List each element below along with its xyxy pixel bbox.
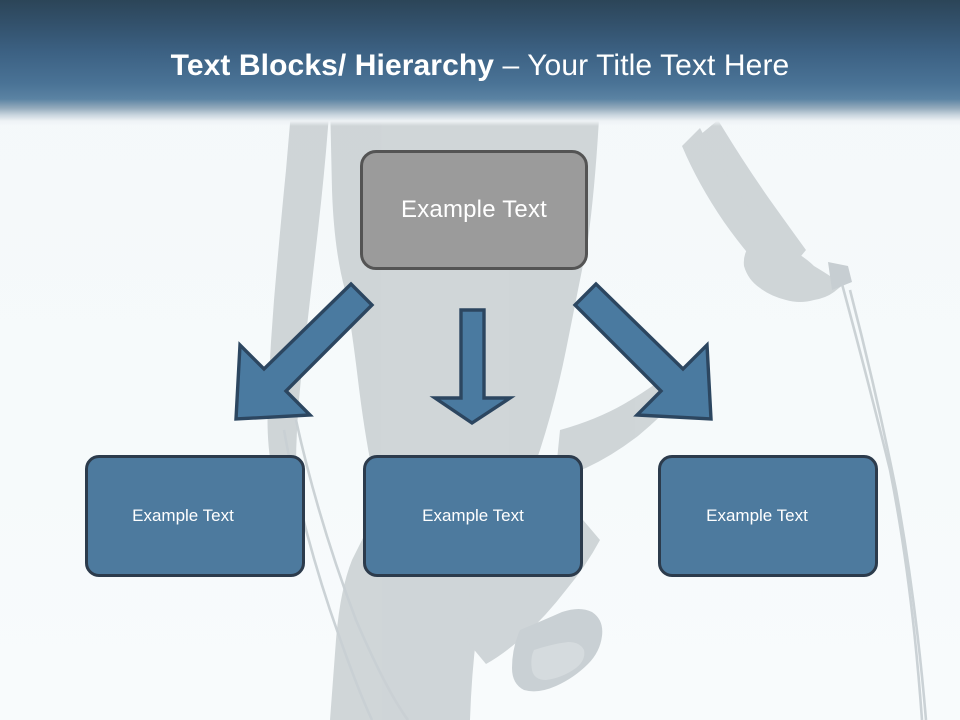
hierarchy-parent-box[interactable]: Example Text [360,150,588,270]
page-title-light-part: Your Title Text Here [527,49,790,82]
hierarchy-parent-label: Example Text [400,196,548,223]
title-banner: Text Blocks/ Hierarchy – Your Title Text… [0,0,960,126]
arrow-center-icon [429,308,516,426]
page-title-bold-part: Text Blocks/ Hierarchy [170,49,503,82]
hierarchy-child-box-2[interactable]: Example Text [363,455,583,577]
page-title-separator: – [502,49,528,82]
arrow-left-icon [234,281,375,421]
page-title: Text Blocks/ Hierarchy – Your Title Text… [0,46,960,86]
hierarchy-child-label-1: Example Text [132,506,234,525]
hierarchy-child-box-3[interactable]: Example Text [658,455,878,577]
hierarchy-child-label-2: Example Text [422,506,524,525]
hierarchy-child-label-3: Example Text [706,506,808,525]
hierarchy-child-box-1[interactable]: Example Text [85,455,305,577]
arrow-right-icon [572,281,713,421]
